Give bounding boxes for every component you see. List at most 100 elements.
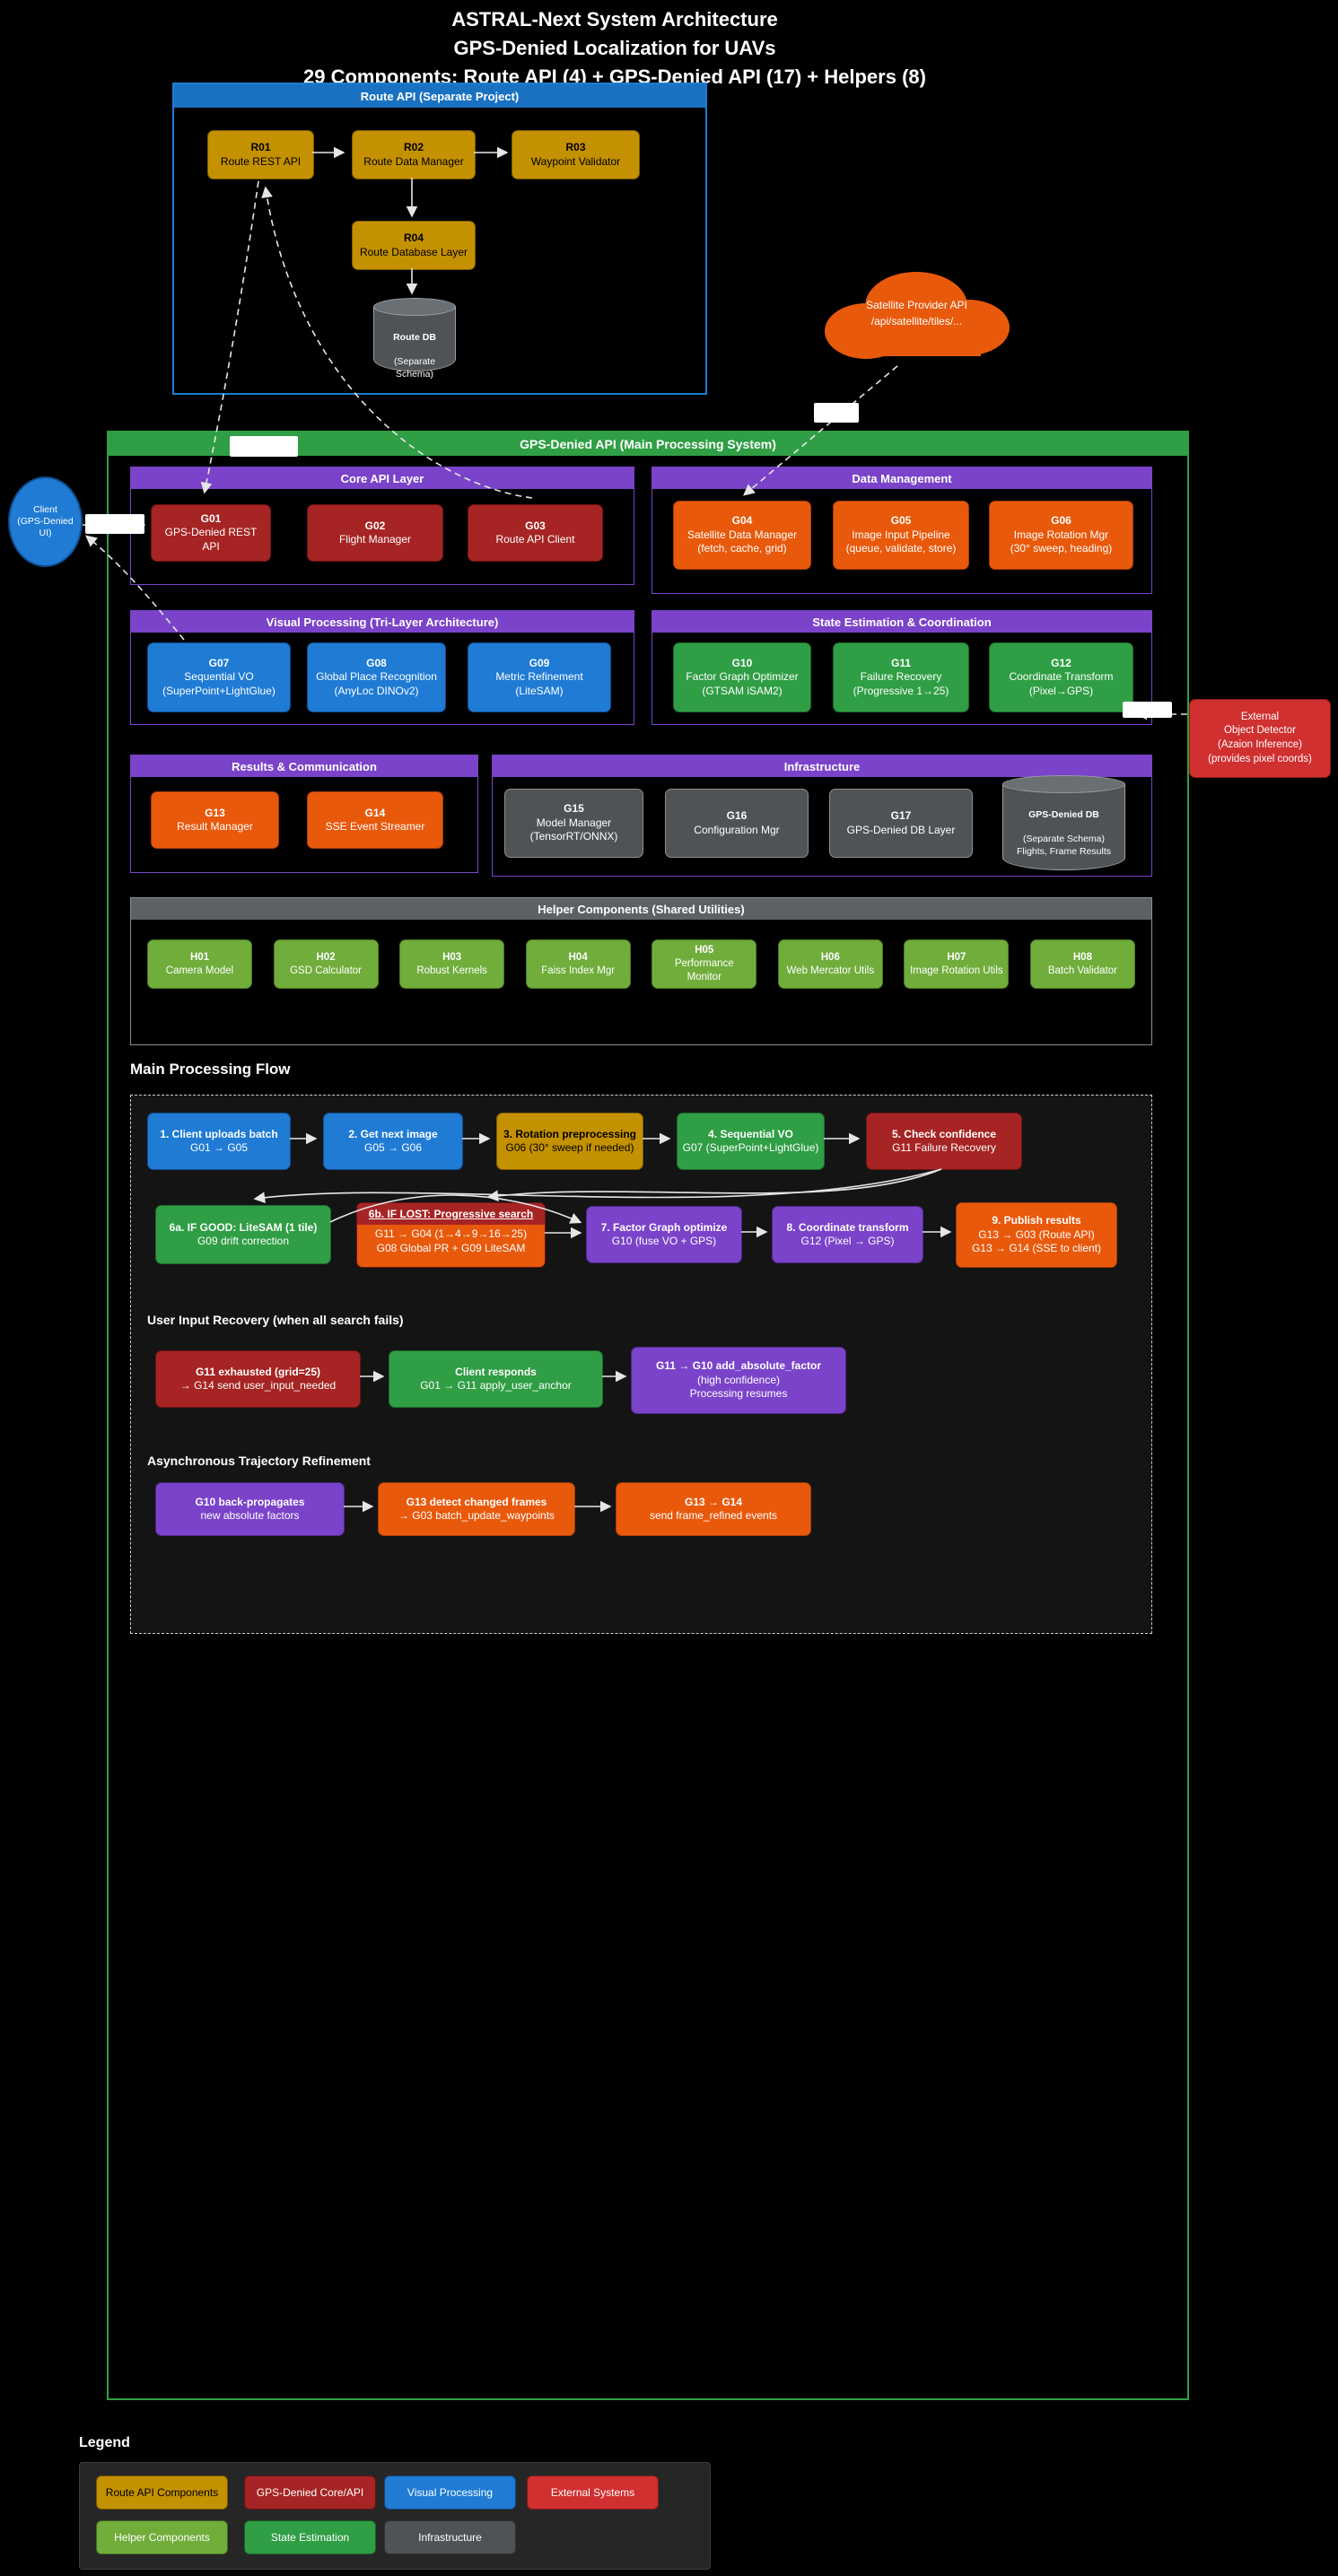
node-g17: G17 GPS-Denied DB Layer [829, 789, 973, 858]
node-id: G06 [1051, 514, 1071, 528]
node-id: G17 [890, 809, 912, 823]
node-h04: H04 Faiss Index Mgr [525, 939, 631, 989]
node-label: Route Database Layer [359, 245, 468, 258]
node-g09: G09 Metric Refinement (LiteSAM) [468, 642, 611, 712]
db-name: Route DB [393, 331, 436, 343]
step-detail: → G03 batch_update_waypoints [398, 1509, 555, 1522]
node-label: Satellite Data Manager (fetch, cache, gr… [686, 528, 798, 555]
node-id: G07 [208, 656, 230, 669]
node-id: R04 [403, 231, 424, 245]
node-label: Route Data Manager [363, 154, 464, 168]
step-title: 4. Sequential VO [708, 1127, 793, 1140]
node-label: Image Rotation Utils [910, 965, 1003, 976]
step-detail: → G14 send user_input_needed [179, 1379, 337, 1392]
node-g03: G03 Route API Client [468, 504, 603, 562]
step-title: 3. Rotation preprocessing [503, 1127, 637, 1140]
node-g07: G07 Sequential VO (SuperPoint+LightGlue) [147, 642, 291, 712]
cylinder-top [373, 298, 456, 316]
node-label: Global Place Recognition (AnyLoc DINOv2) [316, 670, 437, 697]
node-label: Model Manager (TensorRT/ONNX) [529, 816, 618, 843]
legend-item-helpers: Helper Components [96, 2520, 228, 2554]
step-detail: (high confidence) Processing resumes [689, 1373, 788, 1401]
flow-step-5: 5. Check confidence G11 Failure Recovery [866, 1113, 1022, 1170]
step-detail: G07 (SuperPoint+LightGlue) [682, 1141, 819, 1154]
step-title: 8. Coordinate transform [786, 1220, 909, 1234]
state-estimation-section: State Estimation & Coordination G10 Fact… [652, 610, 1152, 725]
node-label: Image Rotation Mgr (30° sweep, heading) [1010, 528, 1113, 555]
step-title: G11 exhausted (grid=25) [195, 1365, 321, 1378]
legend-title: Legend [79, 2435, 130, 2450]
step-detail: G10 (fuse VO + GPS) [611, 1235, 717, 1247]
node-label: Faiss Index Mgr [541, 965, 616, 976]
node-g01: G01 GPS-Denied REST API [151, 504, 271, 562]
results-communication-header: Results & Communication [131, 755, 477, 777]
flow-step-3: 3. Rotation preprocessing G06 (30° sweep… [496, 1113, 643, 1170]
step-detail: G12 (Pixel → GPS) [800, 1235, 895, 1247]
node-g11: G11 Failure Recovery (Progressive 1→25) [833, 642, 969, 712]
step-title: G13 detect changed frames [406, 1495, 547, 1508]
step-detail: G06 (30° sweep if needed) [505, 1141, 634, 1154]
data-management-header: Data Management [652, 467, 1151, 489]
visual-processing-section: Visual Processing (Tri-Layer Architectur… [130, 610, 634, 725]
node-h08: H08 Batch Validator [1029, 939, 1135, 989]
helper-components-section: Helper Components (Shared Utilities) H01… [130, 897, 1152, 1045]
satellite-provider-cloud: Satellite Provider API /api/satellite/ti… [814, 263, 1019, 370]
helper-row: H01 Camera Model H02 GSD Calculator H03 … [147, 939, 1135, 989]
node-id: G14 [364, 806, 386, 819]
node-g05: G05 Image Input Pipeline (queue, validat… [833, 501, 969, 570]
step-detail: G01 → G11 apply_user_anchor [420, 1379, 572, 1392]
db-sublabel: (Separate Schema) [393, 355, 436, 380]
flow-step-6b: 6b. IF LOST: Progressive search G11 → G0… [356, 1202, 546, 1268]
flow-step-7: 7. Factor Graph optimize G10 (fuse VO + … [586, 1206, 742, 1263]
node-label: Web Mercator Utils [786, 965, 875, 976]
step-detail: G11 → G04 (1→4→9→16→25) G08 Global PR + … [374, 1227, 528, 1254]
edge-label-blank [1123, 702, 1172, 718]
legend-box: Route API Components GPS-Denied Core/API… [79, 2462, 711, 2570]
node-r04: R04 Route Database Layer [352, 221, 476, 270]
node-g15: G15 Model Manager (TensorRT/ONNX) [504, 789, 643, 858]
step-detail: G01 → G05 [189, 1141, 249, 1154]
node-id: G11 [890, 656, 912, 669]
step-detail: G13 → G03 (Route API) G13 → G14 (SSE to … [971, 1227, 1102, 1255]
node-r01: R01 Route REST API [207, 130, 314, 179]
client-node: Client (GPS-Denied UI) [8, 476, 83, 567]
db-sublabel: (Separate Schema) Flights, Frame Results [1016, 833, 1112, 857]
node-label: Factor Graph Optimizer (GTSAM iSAM2) [686, 670, 799, 697]
node-label: Failure Recovery (Progressive 1→25) [853, 670, 949, 697]
state-estimation-header: State Estimation & Coordination [652, 611, 1151, 633]
title-line-2: GPS-Denied Localization for UAVs [453, 36, 776, 59]
node-label: Coordinate Transform (Pixel→GPS) [1009, 670, 1114, 697]
node-id: G02 [364, 519, 386, 532]
db-name: GPS-Denied DB [1028, 808, 1099, 820]
node-id: H06 [820, 951, 840, 963]
node-g06: G06 Image Rotation Mgr (30° sweep, headi… [989, 501, 1133, 570]
node-label: Flight Manager [338, 533, 412, 546]
node-label: Image Input Pipeline (queue, validate, s… [845, 528, 957, 555]
node-g10: G10 Factor Graph Optimizer (GTSAM iSAM2) [673, 642, 811, 712]
user-input-recovery-heading: User Input Recovery (when all search fai… [147, 1313, 404, 1327]
cloud-shape-icon [825, 272, 1010, 359]
gps-denied-db-cylinder: GPS-Denied DB (Separate Schema) Flights,… [1002, 775, 1125, 870]
step-detail: G05 → G06 [363, 1141, 423, 1154]
core-api-layer-section: Core API Layer G01 GPS-Denied REST API G… [130, 467, 634, 585]
node-label: GPS-Denied REST API [164, 526, 258, 553]
node-h06: H06 Web Mercator Utils [777, 939, 883, 989]
results-communication-section: Results & Communication G13 Result Manag… [130, 755, 478, 873]
node-label: Camera Model [165, 965, 234, 976]
node-id: R02 [403, 141, 424, 154]
node-label: Sequential VO (SuperPoint+LightGlue) [162, 670, 275, 697]
node-id: G12 [1051, 656, 1071, 669]
async-step-3: G13 → G14 send frame_refined events [616, 1482, 811, 1536]
node-id: G08 [366, 656, 387, 669]
legend-item-core-api: GPS-Denied Core/API [244, 2476, 376, 2510]
node-g13: G13 Result Manager [151, 791, 279, 849]
node-label: Metric Refinement (LiteSAM) [495, 670, 583, 697]
step-title: G13 → G14 [684, 1495, 743, 1508]
edge-label-blank [814, 403, 859, 423]
node-id: G10 [731, 656, 753, 669]
main-processing-flow-section: 1. Client uploads batch G01 → G05 2. Get… [130, 1095, 1152, 1634]
node-h05: H05 Performance Monitor [652, 939, 757, 989]
diagram-title: ASTRAL-Next System Architecture GPS-Deni… [0, 5, 1229, 92]
core-api-layer-header: Core API Layer [131, 467, 634, 489]
